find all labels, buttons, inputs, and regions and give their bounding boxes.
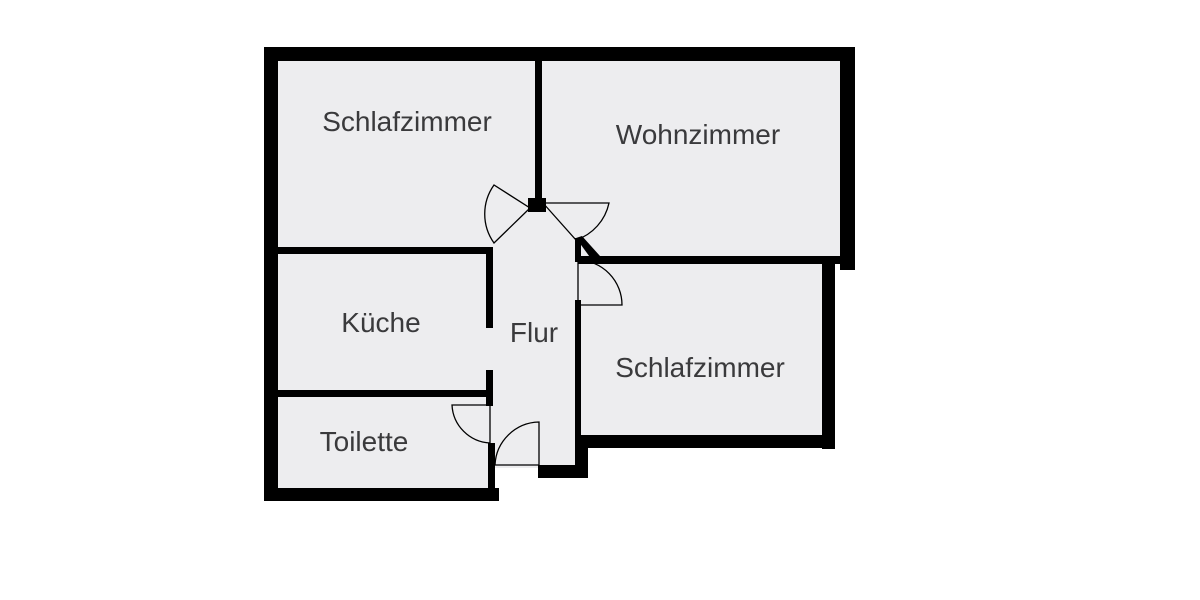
label-hallway: Flur	[510, 317, 558, 348]
door-toilet	[451, 404, 491, 444]
label-toilet: Toilette	[320, 426, 409, 457]
room-labels: Schlafzimmer Wohnzimmer Küche Flur Schla…	[320, 106, 785, 457]
door-entrance	[494, 421, 540, 466]
doors	[451, 184, 623, 466]
walls	[264, 47, 855, 501]
label-bedroom-top: Schlafzimmer	[322, 106, 492, 137]
door-bedroom-top	[484, 184, 532, 244]
label-living-room: Wohnzimmer	[616, 119, 780, 150]
label-kitchen: Küche	[341, 307, 420, 338]
label-bedroom-right: Schlafzimmer	[615, 352, 785, 383]
floor-kitchen	[270, 250, 490, 395]
